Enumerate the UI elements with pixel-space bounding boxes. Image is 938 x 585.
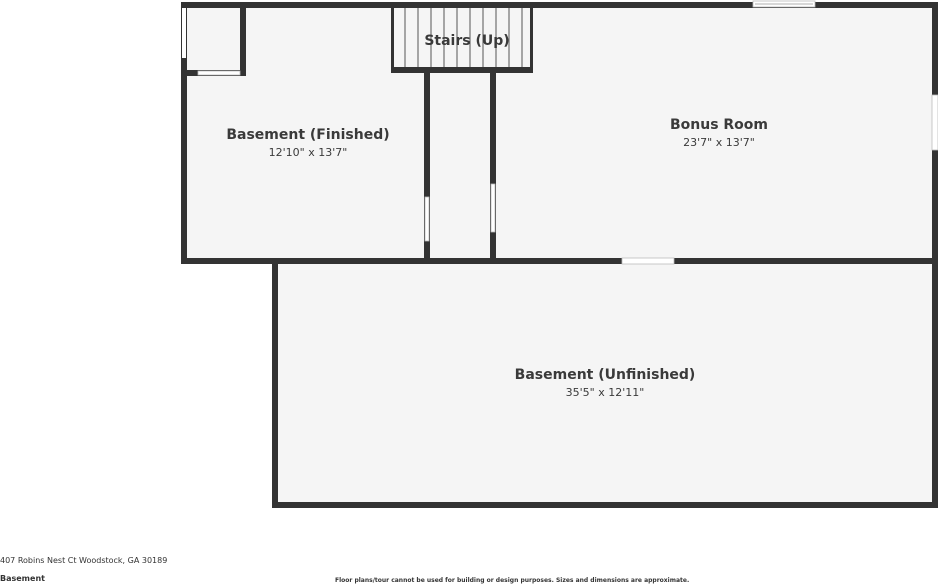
wall-bottom: [272, 502, 938, 508]
wall-middle: [181, 258, 938, 264]
floor-basement-finished: [184, 5, 427, 261]
floor-hallway: [427, 70, 493, 261]
hall-left-door: [424, 196, 430, 242]
label-basement-finished: Basement (Finished): [226, 127, 389, 143]
wall-unfinished-left: [272, 258, 278, 508]
room-labels: Basement (Finished) 12'10" x 13'7" Stair…: [226, 33, 768, 399]
dims-basement-unfinished: 35'5" x 12'11": [566, 386, 645, 399]
stair-treads: [404, 6, 523, 68]
unfinished-door: [621, 257, 675, 265]
bonus-right-opening: [931, 94, 938, 151]
wall-stairs-right: [530, 6, 533, 73]
closet-gap: [182, 8, 186, 58]
floor-bonus-room: [493, 5, 935, 261]
wall-stairs-left: [391, 6, 394, 73]
floor-fills: [184, 5, 935, 505]
walls: [181, 2, 938, 508]
closet-opening: [197, 70, 241, 76]
wall-hall-right: [490, 72, 496, 264]
label-bonus-room: Bonus Room: [670, 117, 768, 133]
wall-hall-left: [424, 72, 430, 264]
label-basement-unfinished: Basement (Unfinished): [515, 367, 696, 383]
dims-bonus-room: 23'7" x 13'7": [683, 136, 755, 149]
wall-stairs-bottom: [391, 67, 533, 73]
wall-left: [181, 2, 187, 264]
property-address: 407 Robins Nest Ct Woodstock, GA 30189: [0, 556, 168, 565]
floor-basement-unfinished: [275, 261, 935, 505]
wall-closet-right: [240, 6, 246, 76]
label-stairs: Stairs (Up): [424, 33, 509, 49]
dims-basement-finished: 12'10" x 13'7": [269, 146, 348, 159]
wall-top: [181, 2, 938, 8]
disclaimer-text: Floor plans/tour cannot be used for buil…: [335, 577, 690, 584]
hall-right-door: [490, 183, 496, 233]
wall-right: [932, 2, 938, 508]
floor-level-label: Basement: [0, 574, 45, 583]
